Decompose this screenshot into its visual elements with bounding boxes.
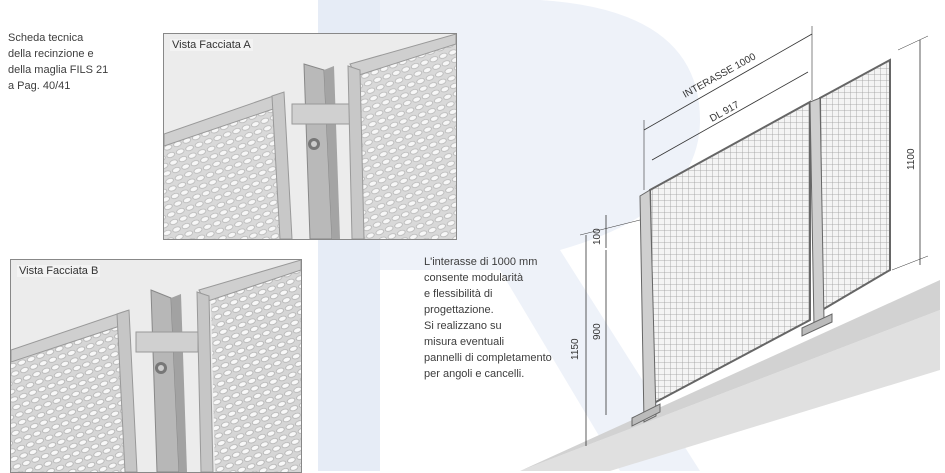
dimension-height-total: 1150: [570, 338, 581, 360]
description-line: pannelli di completamento: [424, 352, 552, 364]
dimension-height-right: 1100: [906, 148, 917, 170]
dimension-height-gap: 100: [592, 228, 603, 245]
description-line: L'interasse di 1000 mm: [424, 256, 538, 268]
fence-panel-right: [818, 58, 891, 312]
fence-technical-drawing: INTERASSE 1000 DL 917 1150 900 100 1100: [520, 26, 940, 471]
dimension-height-panel: 900: [592, 323, 603, 340]
intro-line: Scheda tecnica: [8, 32, 84, 44]
view-a-label: Vista Facciata A: [170, 39, 253, 51]
description-line: per angoli e cancelli.: [424, 368, 525, 380]
photo-view-b: Vista Facciata B: [10, 259, 302, 473]
description-text: L'interasse di 1000 mm consente modulari…: [424, 254, 552, 382]
intro-line: della maglia FILS 21: [8, 64, 109, 76]
photo-view-a: Vista Facciata A: [163, 33, 457, 240]
description-line: misura eventuali: [424, 336, 505, 348]
description-line: consente modularità: [424, 272, 524, 284]
dimension-interasse: INTERASSE 1000: [681, 51, 758, 100]
photo-a-illustration: [164, 34, 456, 239]
intro-line: della recinzione e: [8, 48, 94, 60]
view-b-label: Vista Facciata B: [17, 265, 101, 277]
intro-note: Scheda tecnica della recinzione e della …: [8, 30, 108, 94]
fence-post-left: [639, 189, 657, 423]
description-line: e flessibilità di: [424, 288, 493, 300]
description-line: progettazione.: [424, 304, 494, 316]
intro-line: a Pag. 40/41: [8, 80, 71, 92]
photo-b-illustration: [11, 260, 301, 472]
description-line: Si realizzano su: [424, 320, 502, 332]
